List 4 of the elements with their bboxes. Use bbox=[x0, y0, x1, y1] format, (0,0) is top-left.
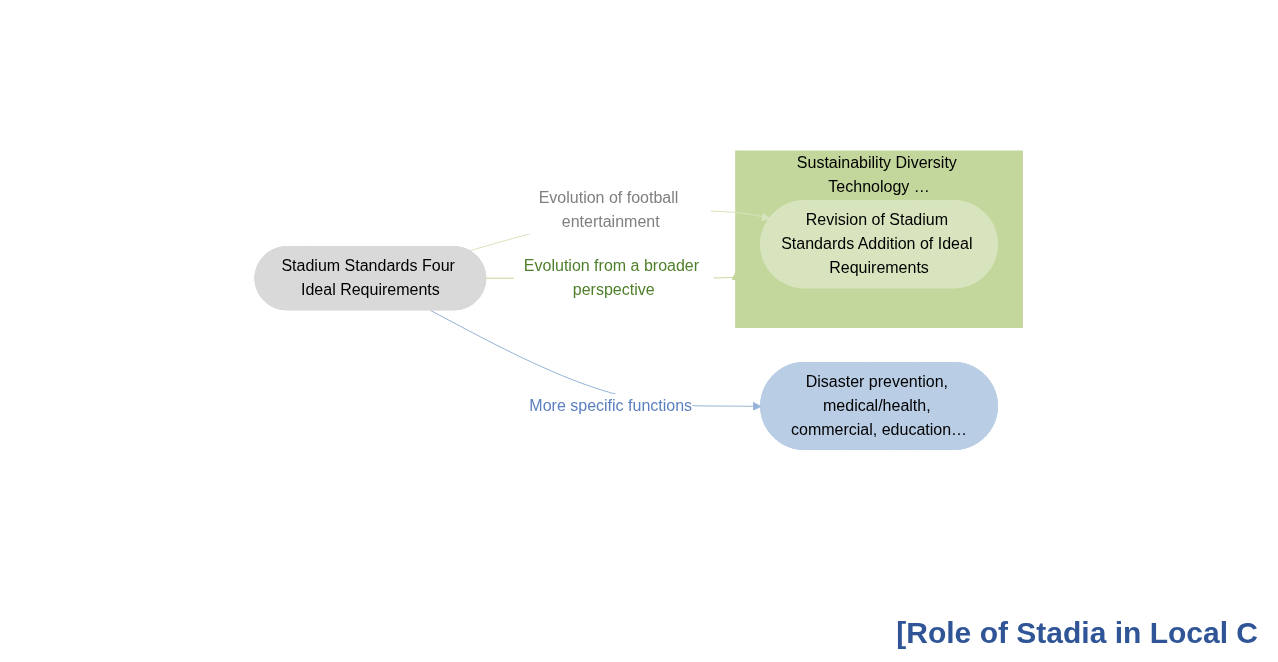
edge-label: More specific functions bbox=[529, 396, 693, 414]
title: [Role of Stadia in Local C bbox=[896, 616, 1258, 650]
edge-label: Evolution of football entertainment bbox=[538, 189, 679, 230]
edge-label: Evolution from a broader perspective bbox=[524, 256, 700, 298]
